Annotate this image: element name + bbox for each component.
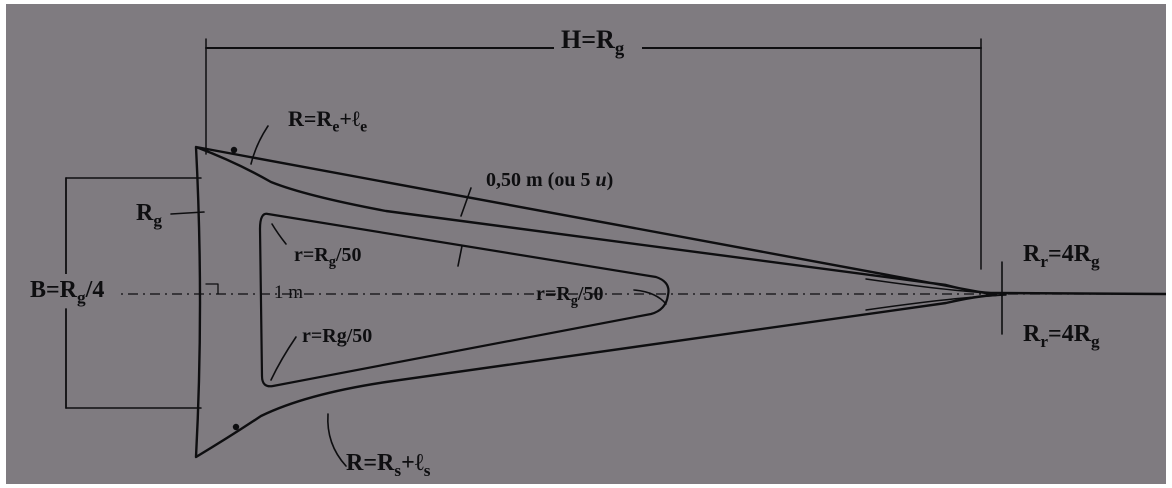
rg-label: Rg [136,200,162,231]
outer-island-outline [194,145,1166,459]
r-top-leader [271,223,287,245]
rs-leader [327,413,347,467]
b-label-gap [26,274,116,306]
bottom-dot [232,423,240,431]
diagram-frame: H=Rg R=Re+ℓe 0,50 m (ou 5 u) Rg B=Rg/4 1… [6,4,1166,484]
width-leader [460,187,472,217]
r-tip-leader [633,289,667,305]
r-bottom-leader [270,336,297,381]
h-dimension [205,38,982,270]
h-label: H=Rg [561,25,625,60]
re-leader [250,125,269,165]
b-label: B=Rg/4 [30,277,105,308]
rs-label: R=Rs+ℓs [346,450,431,481]
width-dimension-tick [457,245,463,267]
r-bottom-label: r=Rg/50 [302,325,373,347]
re-label: R=Re+ℓe [288,106,368,136]
channelizing-island-drawing [65,38,1166,467]
b-dimension [65,177,202,409]
top-dot [230,146,238,154]
width-label: 0,50 m (ou 5 u) [486,169,614,191]
r-tip-label: r=Rg/50 [536,283,604,310]
right-angle-marker [205,283,219,295]
inner-island-outline [258,212,670,388]
h-label-gap [554,32,642,64]
r-top-label: r=Rg/50 [294,244,362,271]
rg-leader [170,211,205,215]
rr-top-label: Rr=4Rg [1023,241,1100,272]
one-meter-label: 1 m [274,282,304,303]
rr-bottom-label: Rr=4Rg [1023,321,1100,352]
